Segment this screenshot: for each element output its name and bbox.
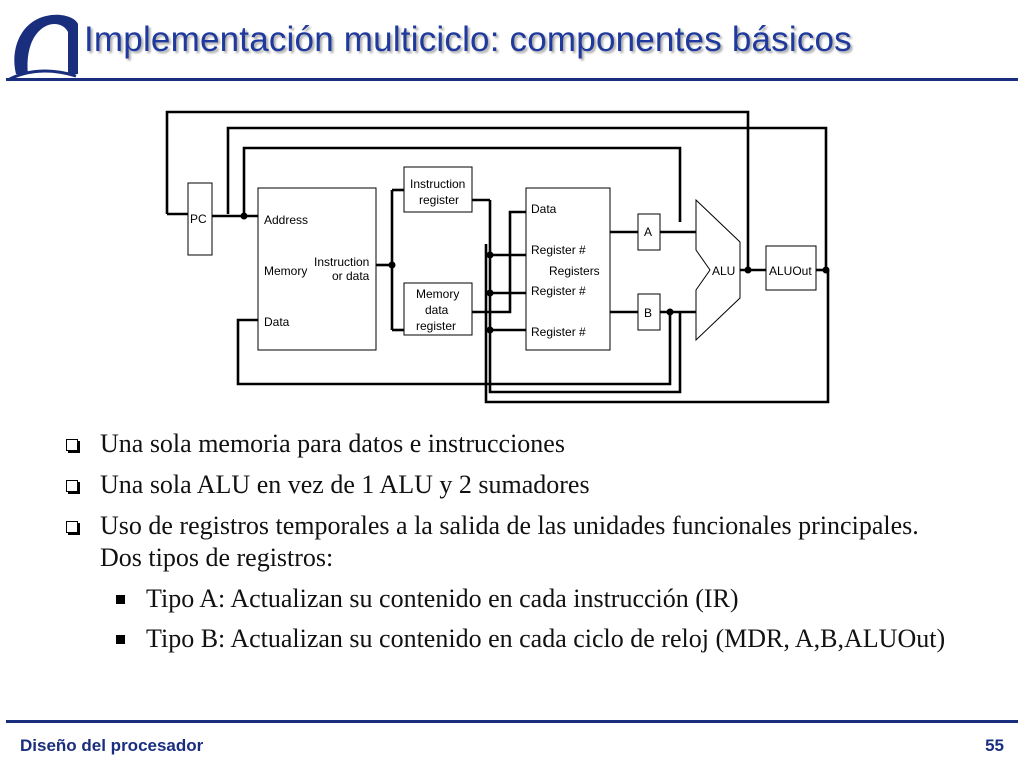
bullet-text: Una sola ALU en vez de 1 ALU y 2 sumador… [100, 470, 590, 499]
sub-list-item: Tipo B: Actualizan su contenido en cada … [60, 623, 960, 655]
bullet-list: Una sola memoria para datos e instruccio… [60, 428, 960, 663]
registers-reg3-label: Register # [531, 325, 586, 339]
alu-block: ALU [695, 198, 741, 342]
mdr-label-line1: Memory [416, 287, 459, 301]
registers-data-label: Data [531, 202, 557, 216]
bullet-text: Uso de registros temporales a la salida … [100, 511, 919, 572]
a-register-label: A [644, 225, 652, 239]
memory-address-label: Address [264, 213, 308, 227]
register-file-block: Data Register # Registers Register # Reg… [525, 187, 611, 351]
pc-label: PC [190, 212, 207, 226]
alu-label: ALU [712, 264, 735, 278]
memory-block: Address Memory Instruction or data Data [257, 187, 377, 351]
logo-icon [7, 14, 78, 82]
title-divider [6, 78, 1018, 81]
b-register-label: B [644, 306, 652, 320]
ir-label-line1: Instruction [410, 177, 465, 191]
sub-list-item: Tipo A: Actualizan su contenido en cada … [60, 583, 960, 615]
registers-label: Registers [549, 264, 600, 278]
registers-reg2-label: Register # [531, 284, 586, 298]
page-title: Implementación multiciclo: componentes b… [84, 20, 852, 59]
aluout-block: ALUOut [765, 245, 817, 291]
memory-data-label: Data [264, 315, 290, 329]
memory-or-data-label: or data [332, 269, 370, 283]
b-register-block: B [637, 293, 661, 331]
instruction-register-block: Instruction register [403, 166, 473, 213]
multicycle-datapath-diagram: PC Address Memory Instruction or data Da… [165, 110, 830, 404]
sub-bullet-text: Tipo A: Actualizan su contenido en cada … [146, 584, 739, 613]
ir-label-line2: register [419, 193, 459, 207]
registers-reg1-label: Register # [531, 243, 586, 257]
square-bullet-icon [116, 595, 125, 604]
sub-bullet-text: Tipo B: Actualizan su contenido en cada … [146, 624, 946, 653]
checkbox-bullet-icon [66, 521, 78, 533]
checkbox-bullet-icon [66, 480, 78, 492]
bullet-text: Una sola memoria para datos e instruccio… [100, 429, 565, 458]
checkbox-bullet-icon [66, 439, 78, 451]
list-item: Una sola memoria para datos e instruccio… [60, 428, 960, 460]
wire-junctions [240, 212, 830, 334]
list-item: Una sola ALU en vez de 1 ALU y 2 sumador… [60, 469, 960, 501]
footer-course-title: Diseño del procesador [20, 736, 204, 755]
mdr-label-line2: data [425, 303, 449, 317]
a-register-block: A [637, 213, 661, 251]
page-number: 55 [985, 736, 1004, 755]
memory-instr-label: Instruction [314, 255, 369, 269]
mdr-label-line3: register [416, 319, 456, 333]
square-bullet-icon [116, 635, 125, 644]
list-item: Uso de registros temporales a la salida … [60, 510, 960, 574]
pc-block: PC [187, 182, 213, 256]
memory-data-register-block: Memory data register [403, 282, 473, 336]
footer-divider [6, 720, 1018, 723]
aluout-label: ALUOut [769, 264, 812, 278]
memory-label: Memory [264, 264, 307, 278]
